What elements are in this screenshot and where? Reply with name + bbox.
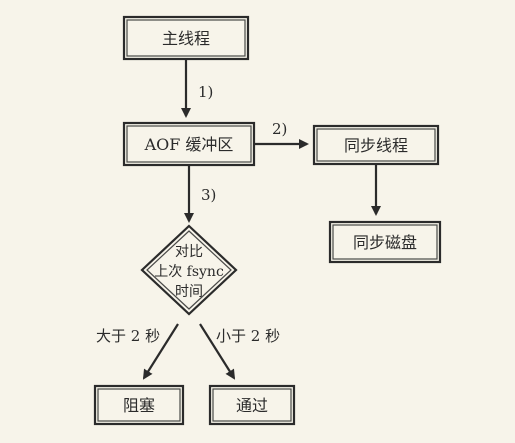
node-sync-thread: 同步线程 xyxy=(312,124,440,166)
less-label: 小于 2 秒 xyxy=(216,327,280,345)
step-2-label: 2) xyxy=(272,120,287,138)
node-sync-disk: 同步磁盘 xyxy=(328,220,442,264)
aof-buffer-label: AOF 缓冲区 xyxy=(144,135,234,154)
edge-greater-to-block: 大于 2 秒 xyxy=(96,323,179,380)
step-1-label: 1) xyxy=(198,83,213,101)
compare-line2: 上次 fsync xyxy=(154,264,224,280)
pass-label: 通过 xyxy=(236,396,268,415)
compare-line1: 对比 xyxy=(175,244,203,260)
compare-line3: 时间 xyxy=(175,284,203,300)
node-block: 阻塞 xyxy=(93,384,185,426)
edge-main-to-aof: 1) xyxy=(181,59,213,118)
sync-disk-label: 同步磁盘 xyxy=(353,233,417,252)
main-thread-label: 主线程 xyxy=(162,29,210,48)
edge-aof-to-sync-thread: 2) xyxy=(254,120,309,149)
node-pass: 通过 xyxy=(208,384,296,426)
node-aof-buffer: AOF 缓冲区 xyxy=(122,121,256,167)
node-main-thread: 主线程 xyxy=(122,15,250,61)
edge-aof-to-compare: 3) xyxy=(184,165,216,223)
step-3-label: 3) xyxy=(201,186,216,204)
block-label: 阻塞 xyxy=(123,396,155,415)
edge-less-to-pass: 小于 2 秒 xyxy=(199,323,280,380)
node-compare-decision: 对比 上次 fsync 时间 xyxy=(140,224,238,316)
greater-label: 大于 2 秒 xyxy=(96,327,160,345)
sync-thread-label: 同步线程 xyxy=(344,136,408,155)
